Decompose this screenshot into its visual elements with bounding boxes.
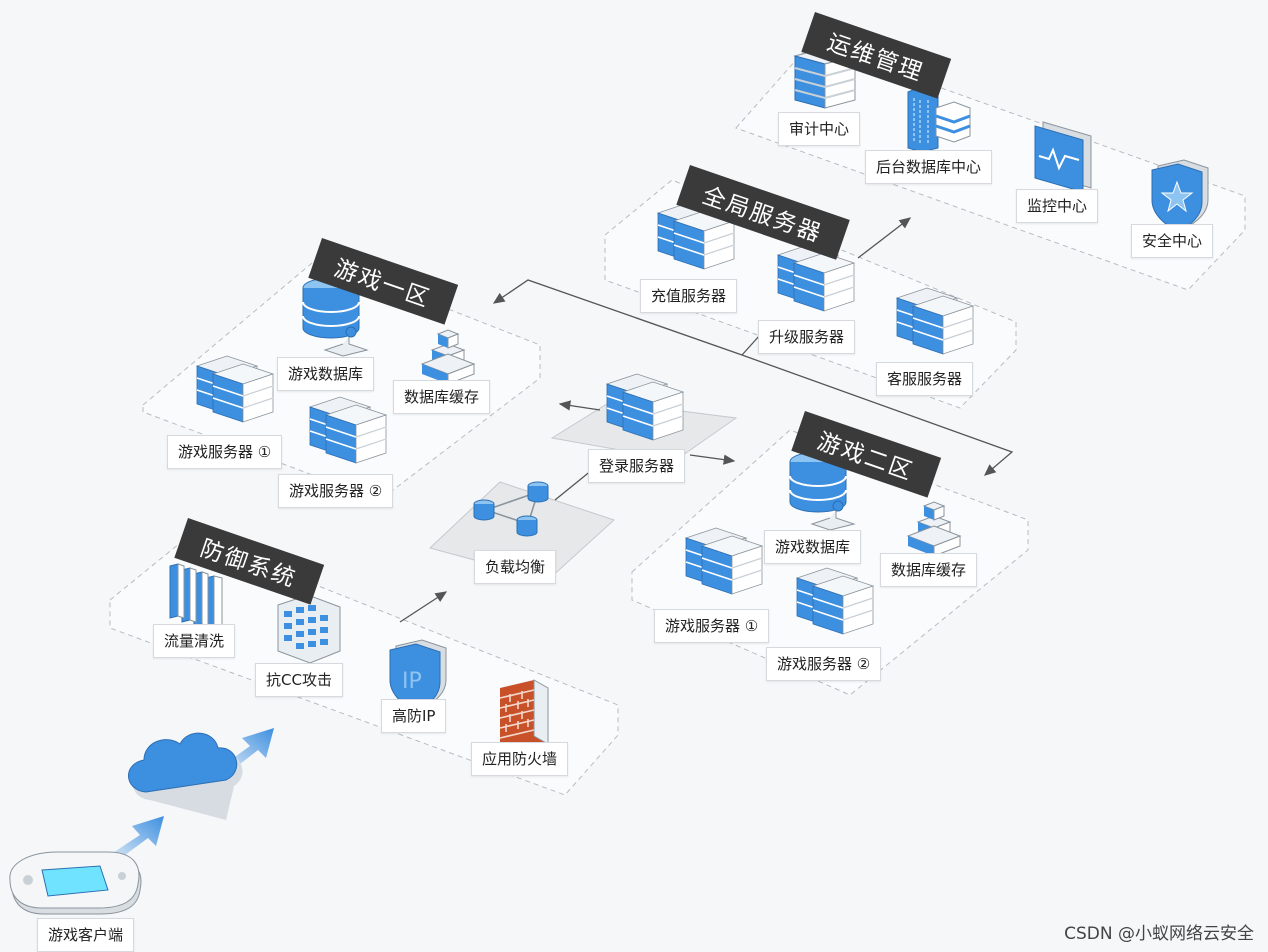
- firewall-label: 应用防火墙: [471, 742, 569, 776]
- anti-cc-label: 抗CC攻击: [255, 663, 343, 697]
- cloud-icon: [128, 732, 243, 820]
- watermark: CSDN @小蚁网络云安全: [1064, 924, 1254, 944]
- service-label: 客服服务器: [876, 362, 974, 396]
- ip-icon-text: IP: [402, 669, 422, 694]
- zone1-server2-label: 游戏服务器 ②: [278, 474, 394, 508]
- shield-icon: [1151, 159, 1209, 233]
- zone1-cache-label: 数据库缓存: [393, 380, 491, 414]
- upgrade-label: 升级服务器: [758, 320, 856, 354]
- connectors: [399, 217, 1014, 623]
- balancer-label: 负载均衡: [474, 550, 557, 584]
- zone2-cache-label: 数据库缓存: [880, 553, 978, 587]
- high-defense-ip-label: 高防IP: [381, 699, 447, 733]
- audit-label: 审计中心: [778, 112, 861, 146]
- zone2-db-label: 游戏数据库: [764, 530, 862, 564]
- game-console-icon: [9, 851, 142, 915]
- login-server-label: 登录服务器: [588, 449, 686, 483]
- scrubbing-label: 流量清洗: [153, 624, 236, 658]
- zone2-server1-label: 游戏服务器 ①: [654, 609, 770, 643]
- high-defense-ip-icon: IP: [389, 639, 447, 713]
- zone1-db-label: 游戏数据库: [277, 357, 375, 391]
- traffic-scrubbing-icon: [169, 563, 223, 631]
- game-client-label: 游戏客户端: [37, 918, 135, 952]
- zone1-server1-label: 游戏服务器 ①: [167, 435, 283, 469]
- recharge-label: 充值服务器: [640, 279, 738, 313]
- firewall-icon: [499, 679, 549, 752]
- balancer-icon: [473, 481, 549, 537]
- anti-cc-icon: [277, 594, 341, 664]
- monitor-label: 监控中心: [1016, 189, 1099, 223]
- backend-db-icon: [907, 85, 971, 153]
- monitor-icon: [1034, 121, 1092, 193]
- security-label: 安全中心: [1131, 224, 1214, 258]
- backend-db-label: 后台数据库中心: [865, 150, 993, 184]
- zone2-server2-label: 游戏服务器 ②: [766, 647, 882, 681]
